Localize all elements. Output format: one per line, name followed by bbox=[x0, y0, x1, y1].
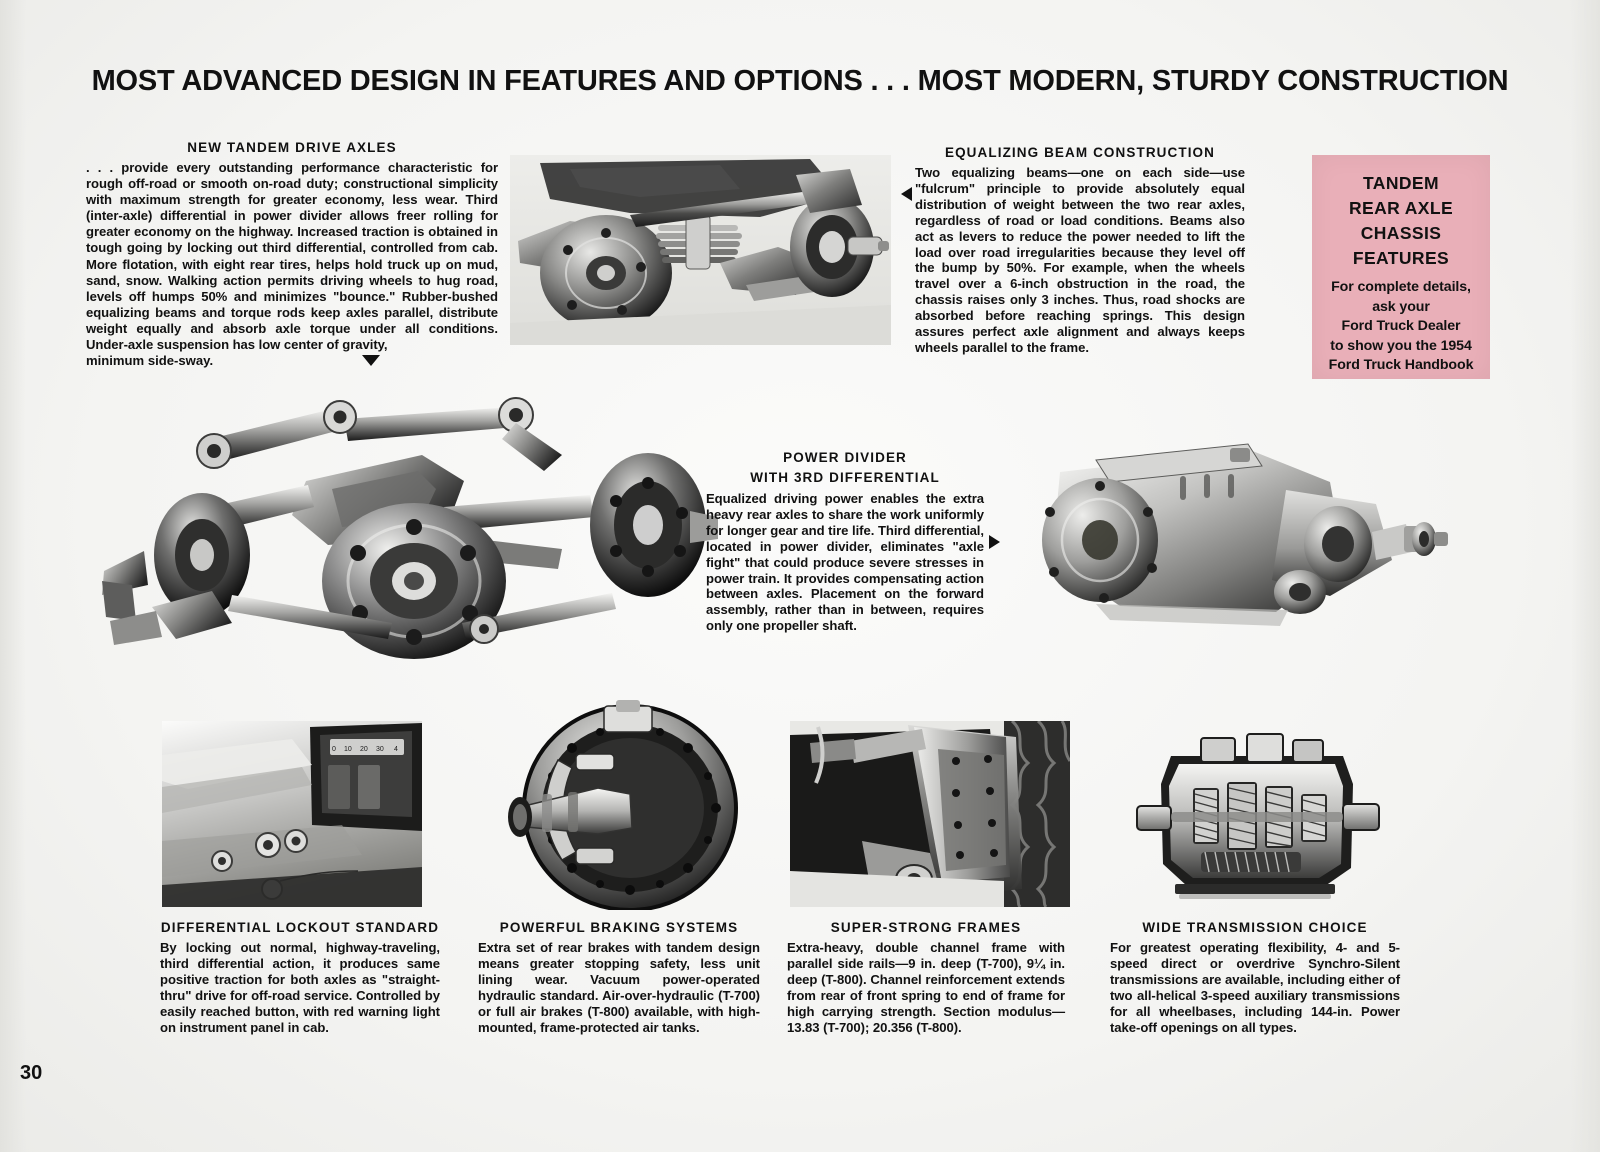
page-number: 30 bbox=[20, 1062, 43, 1084]
caption-heading-0: DIFFERENTIAL LOCKOUT STANDARD bbox=[160, 920, 440, 935]
section-body-power-divider: Equalized driving power enables the extr… bbox=[706, 491, 984, 634]
section-new-tandem-drive-axles: NEW TANDEM DRIVE AXLES . . . provide eve… bbox=[86, 140, 498, 368]
caption-body-3: For greatest operating flexibility, 4- a… bbox=[1110, 940, 1400, 1035]
pink-box-sub-line-2: ask your bbox=[1372, 298, 1430, 315]
caption-body-2: Extra-heavy, double channel frame with p… bbox=[787, 940, 1065, 1035]
page-headline: MOST ADVANCED DESIGN IN FEATURES AND OPT… bbox=[91, 65, 1509, 97]
pink-feature-callout-box: TANDEM REAR AXLE CHASSIS FEATURES For co… bbox=[1312, 155, 1490, 379]
pink-box-title-line-4: FEATURES bbox=[1352, 248, 1450, 268]
section-heading-equalizing: EQUALIZING BEAM CONSTRUCTION bbox=[944, 145, 1216, 160]
caption-heading-3: WIDE TRANSMISSION CHOICE bbox=[1142, 920, 1368, 935]
photo-tandem-chassis-assembly bbox=[92, 385, 722, 670]
pink-box-sub-line-3: Ford Truck Dealer bbox=[1341, 318, 1461, 334]
photo-double-channel-frame-rail bbox=[790, 721, 1070, 907]
section-heading-power-divider-line-2: WITH 3RD DIFFERENTIAL bbox=[750, 470, 940, 485]
pink-box-sub-line-1: For complete details, bbox=[1331, 279, 1471, 295]
caption-wide-transmission-choice: WIDE TRANSMISSION CHOICE For greatest op… bbox=[1110, 920, 1400, 1035]
arrow-right-icon bbox=[989, 535, 1000, 549]
svg-text:0: 0 bbox=[332, 746, 336, 753]
pink-box-sub-line-5: Ford Truck Handbook bbox=[1328, 357, 1474, 373]
caption-body-0: By locking out normal, highway-traveling… bbox=[160, 940, 440, 1035]
arrow-left-icon bbox=[901, 187, 912, 201]
svg-text:30: 30 bbox=[376, 746, 384, 753]
photo-rear-brake-drum-cutaway bbox=[480, 700, 765, 910]
arrow-down-icon bbox=[362, 355, 380, 367]
photo-auxiliary-transmission-cutaway bbox=[1135, 726, 1380, 906]
section-heading-tandem: NEW TANDEM DRIVE AXLES bbox=[187, 140, 397, 155]
photo-tandem-rear-axle-assembly bbox=[510, 155, 891, 345]
svg-text:10: 10 bbox=[344, 746, 352, 753]
section-heading-power-divider-line-1: POWER DIVIDER bbox=[783, 450, 907, 465]
section-equalizing-beam-construction: EQUALIZING BEAM CONSTRUCTION Two equaliz… bbox=[901, 145, 1245, 356]
pink-box-sub-line-4: to show you the 1954 bbox=[1330, 337, 1472, 354]
svg-text:20: 20 bbox=[360, 746, 368, 753]
tandem-tail-row: minimum side-sway. bbox=[86, 353, 498, 368]
pink-box-title-line-3: CHASSIS bbox=[1360, 223, 1442, 243]
caption-heading-1: POWERFUL BRAKING SYSTEMS bbox=[499, 920, 739, 935]
pink-box-title-line-2: REAR AXLE bbox=[1348, 198, 1454, 218]
caption-super-strong-frames: SUPER-STRONG FRAMES Extra-heavy, double … bbox=[787, 920, 1065, 1035]
photo-differential-lockout-control: 0 10 20 30 4 bbox=[162, 721, 422, 907]
section-body-equalizing: Two equalizing beams—one on each side—us… bbox=[915, 165, 1245, 355]
pink-box-title-line-1: TANDEM bbox=[1363, 173, 1439, 193]
section-body-tandem: . . . provide every outstanding performa… bbox=[86, 160, 498, 353]
pink-box-title: TANDEM REAR AXLE CHASSIS FEATURES bbox=[1312, 171, 1490, 271]
caption-body-1: Extra set of rear brakes with tandem des… bbox=[478, 940, 760, 1035]
caption-heading-2: SUPER-STRONG FRAMES bbox=[830, 920, 1022, 935]
pink-box-subtext: For complete details, ask your Ford Truc… bbox=[1312, 278, 1490, 376]
section-body-tandem-tail: minimum side-sway. bbox=[86, 353, 214, 369]
section-power-divider: POWER DIVIDER WITH 3RD DIFFERENTIAL Equa… bbox=[706, 450, 1000, 634]
svg-text:4: 4 bbox=[394, 746, 398, 753]
caption-powerful-braking: POWERFUL BRAKING SYSTEMS Extra set of re… bbox=[478, 920, 760, 1035]
caption-differential-lockout: DIFFERENTIAL LOCKOUT STANDARD By locking… bbox=[160, 920, 440, 1035]
photo-power-divider-housing bbox=[1000, 420, 1450, 655]
